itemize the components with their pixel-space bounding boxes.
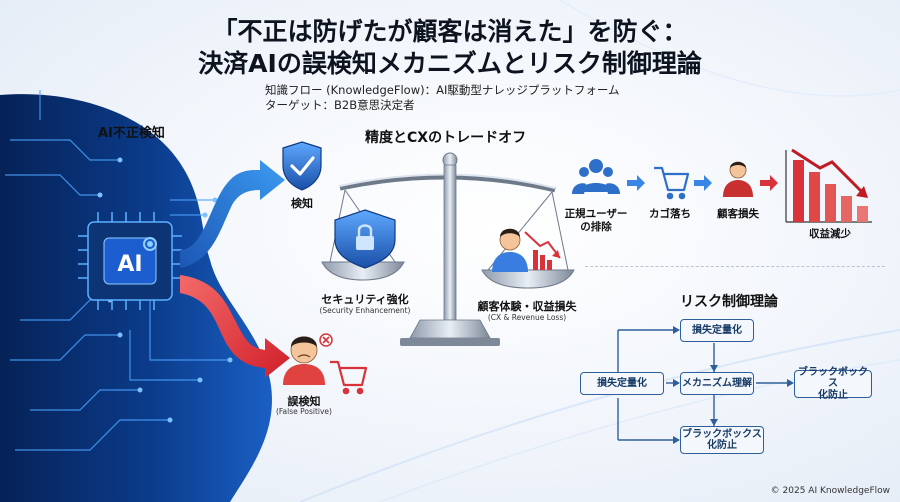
security-shield-lock-icon xyxy=(334,209,396,269)
arrow-right-icon xyxy=(694,175,712,191)
security-enhancement-sublabel: (Security Enhancement) xyxy=(319,306,411,315)
flow-step-2-label: カゴ落ち xyxy=(649,208,691,220)
false-positive-arrow xyxy=(180,275,290,378)
arrow-right-icon xyxy=(627,175,645,191)
risk-box-right-line-2: 化防止 xyxy=(818,389,848,401)
gear-icon xyxy=(143,237,157,251)
tradeoff-header: 精度とCXのトレードオフ xyxy=(365,130,527,146)
section-divider xyxy=(585,266,885,267)
users-group-icon xyxy=(572,159,620,194)
page-title-line-2: 決済AIの誤検知メカニズムとリスク制御理論 xyxy=(198,49,702,78)
shield-check-icon xyxy=(282,141,322,191)
risk-box-loss-quantification-left: 損失定量化 xyxy=(580,372,664,395)
distressed-person-icon xyxy=(492,228,528,272)
balance-scale-icon xyxy=(321,152,575,346)
risk-box-right-line-1: ブラックボックス xyxy=(798,366,868,390)
risk-box-blackbox-prevention-bottom: ブラックボックス 化防止 xyxy=(680,426,764,454)
ai-chip-label: AI xyxy=(117,251,143,277)
security-enhancement-label: セキュリティ強化 xyxy=(321,293,409,306)
arrow-right-icon xyxy=(760,175,778,191)
declining-bars-icon xyxy=(524,231,561,270)
false-positive-sublabel: (False Positive) xyxy=(276,407,332,416)
revenue-decline-chart-icon xyxy=(785,148,872,223)
risk-control-header: リスク制御理論 xyxy=(680,294,778,310)
detect-label: 検知 xyxy=(291,197,313,210)
flow-step-1b-label: の排除 xyxy=(580,221,612,233)
lost-customer-icon xyxy=(723,161,753,197)
detect-arrow xyxy=(180,160,285,268)
risk-flow-arrowheads xyxy=(673,326,794,444)
risk-box-bottom-line-2: 化防止 xyxy=(707,440,737,451)
flow-step-1-label: 正規ユーザー xyxy=(564,208,628,220)
shopping-cart-icon xyxy=(654,166,690,200)
subtitle-line-1: 知識フロー (KnowledgeFlow)：AI駆動型ナレッジプラットフォーム xyxy=(265,83,620,97)
subtitle-line-2: ターゲット：B2B意思決定者 xyxy=(265,98,415,112)
risk-box-bottom-line-1: ブラックボックス xyxy=(682,428,762,440)
risk-box-blackbox-prevention-right: ブラックボックス 化防止 xyxy=(794,366,872,401)
flow-step-4-label: 収益減少 xyxy=(809,228,851,240)
risk-box-mechanism-understanding: メカニズム理解 xyxy=(680,372,754,395)
flow-step-3-label: 顧客損失 xyxy=(717,208,759,220)
shopping-cart-icon xyxy=(330,360,368,395)
risk-box-loss-quantification-top: 損失定量化 xyxy=(680,319,754,342)
false-positive-label: 誤検知 xyxy=(287,395,321,408)
close-icon xyxy=(319,333,333,347)
cx-revenue-loss-sublabel: (CX & Revenue Loss) xyxy=(487,313,567,322)
copyright-footer: © 2025 AI KnowledgeFlow xyxy=(770,486,890,496)
ai-fraud-detection-header: AI不正検知 xyxy=(98,126,165,141)
cx-revenue-loss-label: 顧客体験・収益損失 xyxy=(477,300,577,313)
frustrated-person-icon xyxy=(283,336,325,385)
page-title-line-1: 「不正は防げたが顧客は消えた」を防ぐ： xyxy=(212,17,688,46)
